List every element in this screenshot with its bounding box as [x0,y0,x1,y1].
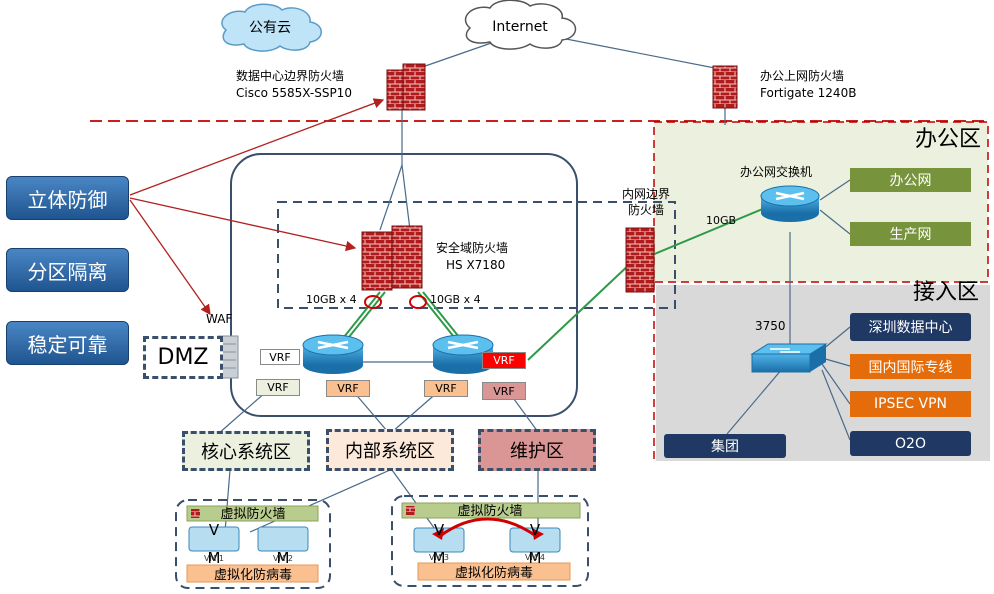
vrf-label: VRF [326,380,370,397]
o2o-item[interactable]: O2O [850,431,971,456]
vm2-icon [257,526,309,552]
dmz-zone: DMZ [143,336,223,379]
public-cloud-label: 公有云 [249,20,291,36]
virtual-fw-right-label: 虚拟防火墙 [457,503,522,519]
core-container [230,153,578,417]
public-cloud [221,3,322,52]
inner-fw-line1: 内网边界 [622,187,670,201]
dc-border-firewall-icon [386,63,426,111]
link-bundle-right [409,295,427,309]
dc-firewall-model: Cisco 5585X-SSP10 [236,86,352,100]
vm2-label: VM 2 [273,554,293,563]
inner-fw-line2: 防火墙 [628,202,664,217]
core-system-zone: 核心系统区 [182,431,310,471]
vm2-glyph-m: M [277,549,290,567]
vm1-label: VM 1 [204,554,224,563]
domestic-intl-line-item[interactable]: 国内国际专线 [850,354,971,379]
office-link-label: 10GB [706,214,736,227]
shenzhen-dc-item[interactable]: 深圳数据中心 [850,313,971,341]
dc-firewall-name: 数据中心边界防火墙 [236,68,344,83]
link-right-label: 10GB x 4 [430,293,481,306]
office-zone-title: 办公区 [915,127,981,152]
vrf-label: VRF [424,380,468,397]
virtual-av-left-label: 虚拟化防病毒 [214,567,292,583]
office-switch-label: 办公网交换机 [740,164,812,179]
group-item[interactable]: 集团 [664,434,786,458]
vm-panel-left [175,499,331,589]
vrf-label: VRF [482,352,526,369]
virtual-av-bar-right [417,562,571,581]
core-router-right-icon [432,334,494,374]
vm-panel-right [391,495,589,587]
ipsec-vpn-item[interactable]: IPSEC VPN [850,391,971,417]
office-firewall-icon [712,65,738,109]
office-zone-bg [653,121,989,283]
security-domain-firewall-icon [361,225,423,291]
access-switch-label: 3750 [755,319,786,333]
office-firewall-name: 办公上网防火墙 [760,68,844,83]
maintenance-zone: 维护区 [478,429,596,471]
arrow-head-right [532,528,544,540]
stable-reliable-button[interactable]: 稳定可靠 [6,321,129,365]
vm3-glyph-m: M [433,549,446,567]
vm3-glyph-v: V [434,521,445,539]
waf-label: WAF [206,312,232,326]
vm1-glyph-m: M [208,549,221,567]
virtual-fw-left-label: 虚拟防火墙 [220,506,285,522]
link-bundle-left [364,295,382,309]
mini-firewall-icon [191,509,200,518]
internet-cloud-label: Internet [492,19,548,35]
security-domain-box [277,201,676,309]
vrf-label: VRF [256,379,300,396]
arrow-head-left [432,528,444,540]
defense-arrows [129,98,385,316]
vrf-label: VRF [482,382,526,400]
security-fw-model: HS X7180 [446,258,505,272]
mini-firewall-icon [406,506,415,515]
vm1-icon [188,526,240,552]
office-network-item[interactable]: 办公网 [850,168,971,192]
inner-border-firewall-icon [625,227,655,293]
vm4-glyph-m: M [529,549,542,567]
vm3-icon [413,527,465,553]
vm-migration-arrow [439,517,537,538]
virtual-av-right-label: 虚拟化防病毒 [455,565,533,581]
link-left-label: 10GB x 4 [306,293,357,306]
office-switch-icon [760,185,820,222]
security-fw-name: 安全域防火墙 [436,240,508,255]
vm4-glyph-v: V [530,521,541,539]
office-firewall-model: Fortigate 1240B [760,86,856,100]
vm4-icon [509,527,561,553]
production-network-item[interactable]: 生产网 [850,222,971,246]
vm1-glyph-v: V [209,521,220,539]
vrf-label: VRF [260,349,300,365]
partition-isolation-button[interactable]: 分区隔离 [6,248,129,292]
internet-cloud [464,0,577,50]
core-router-left-icon [302,334,364,374]
access-switch-icon [750,343,828,373]
internal-system-zone: 内部系统区 [326,429,454,471]
solid-defense-button[interactable]: 立体防御 [6,176,129,220]
vm4-label: VM 4 [525,553,545,562]
vm3-label: VM 3 [429,553,449,562]
access-zone-title: 接入区 [913,280,979,305]
virtual-fw-bar-left [186,505,319,522]
virtual-av-bar-left [186,564,319,583]
